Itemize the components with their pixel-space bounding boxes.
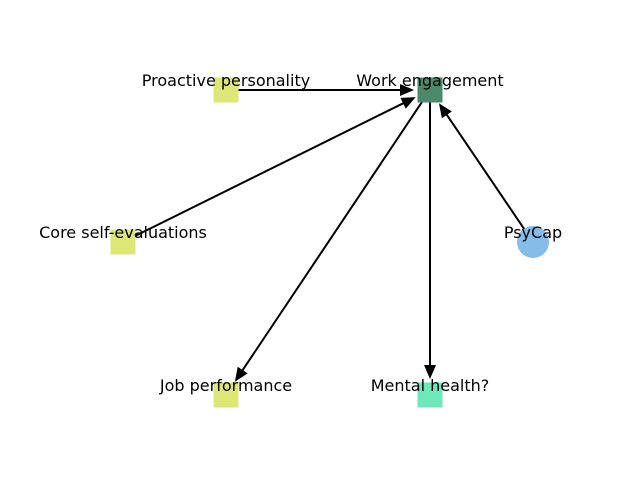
edge-cse-to-engagement bbox=[130, 97, 416, 239]
node-label-psycap: PsyCap bbox=[504, 223, 562, 242]
node-mental bbox=[417, 382, 443, 408]
edge-engagement-to-mental bbox=[424, 99, 436, 379]
node-cse bbox=[110, 229, 136, 255]
arrowhead-icon bbox=[400, 84, 414, 96]
node-label-engagement: Work engagement bbox=[356, 71, 503, 90]
edge-line bbox=[240, 96, 426, 373]
arrowhead-icon bbox=[234, 366, 248, 382]
labels-layer: Proactive personality Work engagementCore… bbox=[39, 71, 562, 395]
node-label-mental: Mental health? bbox=[371, 376, 490, 395]
arrowhead-icon bbox=[438, 103, 452, 119]
arrowhead-icon bbox=[424, 365, 436, 379]
node-label-proactive: Proactive personality bbox=[142, 71, 310, 90]
node-label-cse: Core self-evaluations bbox=[39, 223, 207, 242]
edge-line bbox=[130, 101, 406, 239]
edge-line bbox=[444, 112, 529, 236]
edges-layer bbox=[130, 84, 529, 382]
node-performance bbox=[213, 382, 239, 408]
arrowhead-icon bbox=[400, 97, 416, 109]
nodes-layer bbox=[110, 77, 549, 408]
edge-proactive-to-engagement bbox=[235, 84, 414, 96]
node-label-performance: Job performance bbox=[159, 376, 292, 395]
node-psycap bbox=[517, 226, 549, 258]
node-engagement bbox=[417, 77, 443, 103]
edge-engagement-to-performance bbox=[234, 96, 426, 382]
node-proactive bbox=[213, 77, 239, 103]
edge-psycap-to-engagement bbox=[438, 103, 529, 236]
